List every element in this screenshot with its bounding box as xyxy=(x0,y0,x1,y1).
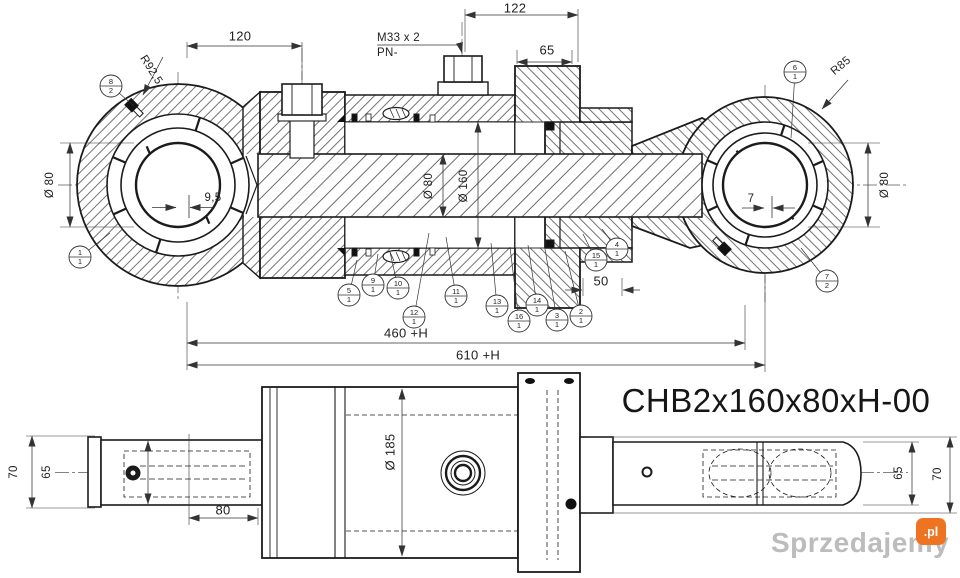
dim-50-label: 50 xyxy=(593,273,609,289)
port-plug-left xyxy=(277,83,327,159)
dim-460-label: 460 +H xyxy=(383,325,429,341)
right-rod-collar xyxy=(579,436,614,514)
dim-610-label: 610 +H xyxy=(455,347,501,363)
dim-70-left-label: 70 xyxy=(8,465,20,479)
dim-65-right-label: 65 xyxy=(893,466,905,480)
piston-rod-section xyxy=(257,153,703,218)
left-rod-end xyxy=(100,439,263,506)
balloon-circles xyxy=(68,60,839,333)
dia-160-bore-label: Ø 160 xyxy=(458,169,470,203)
watermark-pl-badge: .pl xyxy=(916,518,946,545)
dim-70-right-label: 70 xyxy=(932,467,944,481)
outside-view xyxy=(87,372,862,573)
grease-nipple-right xyxy=(712,236,732,257)
body-port xyxy=(440,450,486,496)
cap-eye-bearing xyxy=(701,121,829,249)
port-plug-right xyxy=(437,55,489,96)
dim-95-label: 9,5 xyxy=(204,192,222,204)
model-designation: CHB2x160x80xH-00 xyxy=(621,382,931,419)
dim-7-label: 7 xyxy=(747,193,755,205)
section-view xyxy=(76,55,854,309)
port-thread-label: M33 x 2 xyxy=(377,32,421,44)
dim-120-label: 120 xyxy=(228,28,252,44)
left-rod-collar xyxy=(87,436,102,508)
dia-185-label: Ø 185 xyxy=(382,433,398,471)
flange-plate xyxy=(517,372,581,573)
dia-80-right-eye-label: Ø 80 xyxy=(879,171,891,199)
gland-seals xyxy=(351,106,555,264)
port-note-label: PN- xyxy=(377,47,398,59)
dia-80-rod-label: Ø 80 xyxy=(423,172,435,200)
dim-65-left-label: 65 xyxy=(41,465,53,479)
dim-65-flange-label: 65 xyxy=(539,42,555,58)
dia-80-left-eye-label: Ø 80 xyxy=(44,171,56,199)
rod-eye-bearing xyxy=(106,113,250,257)
dimension-lines-bottom xyxy=(26,388,957,557)
dimension-lines-top xyxy=(60,9,880,372)
dim-122-label: 122 xyxy=(503,0,527,16)
right-rod-end xyxy=(612,441,862,506)
dim-80-label: 80 xyxy=(215,502,231,518)
rod-weld-prep xyxy=(245,155,258,215)
grease-nipple-left xyxy=(124,97,144,118)
